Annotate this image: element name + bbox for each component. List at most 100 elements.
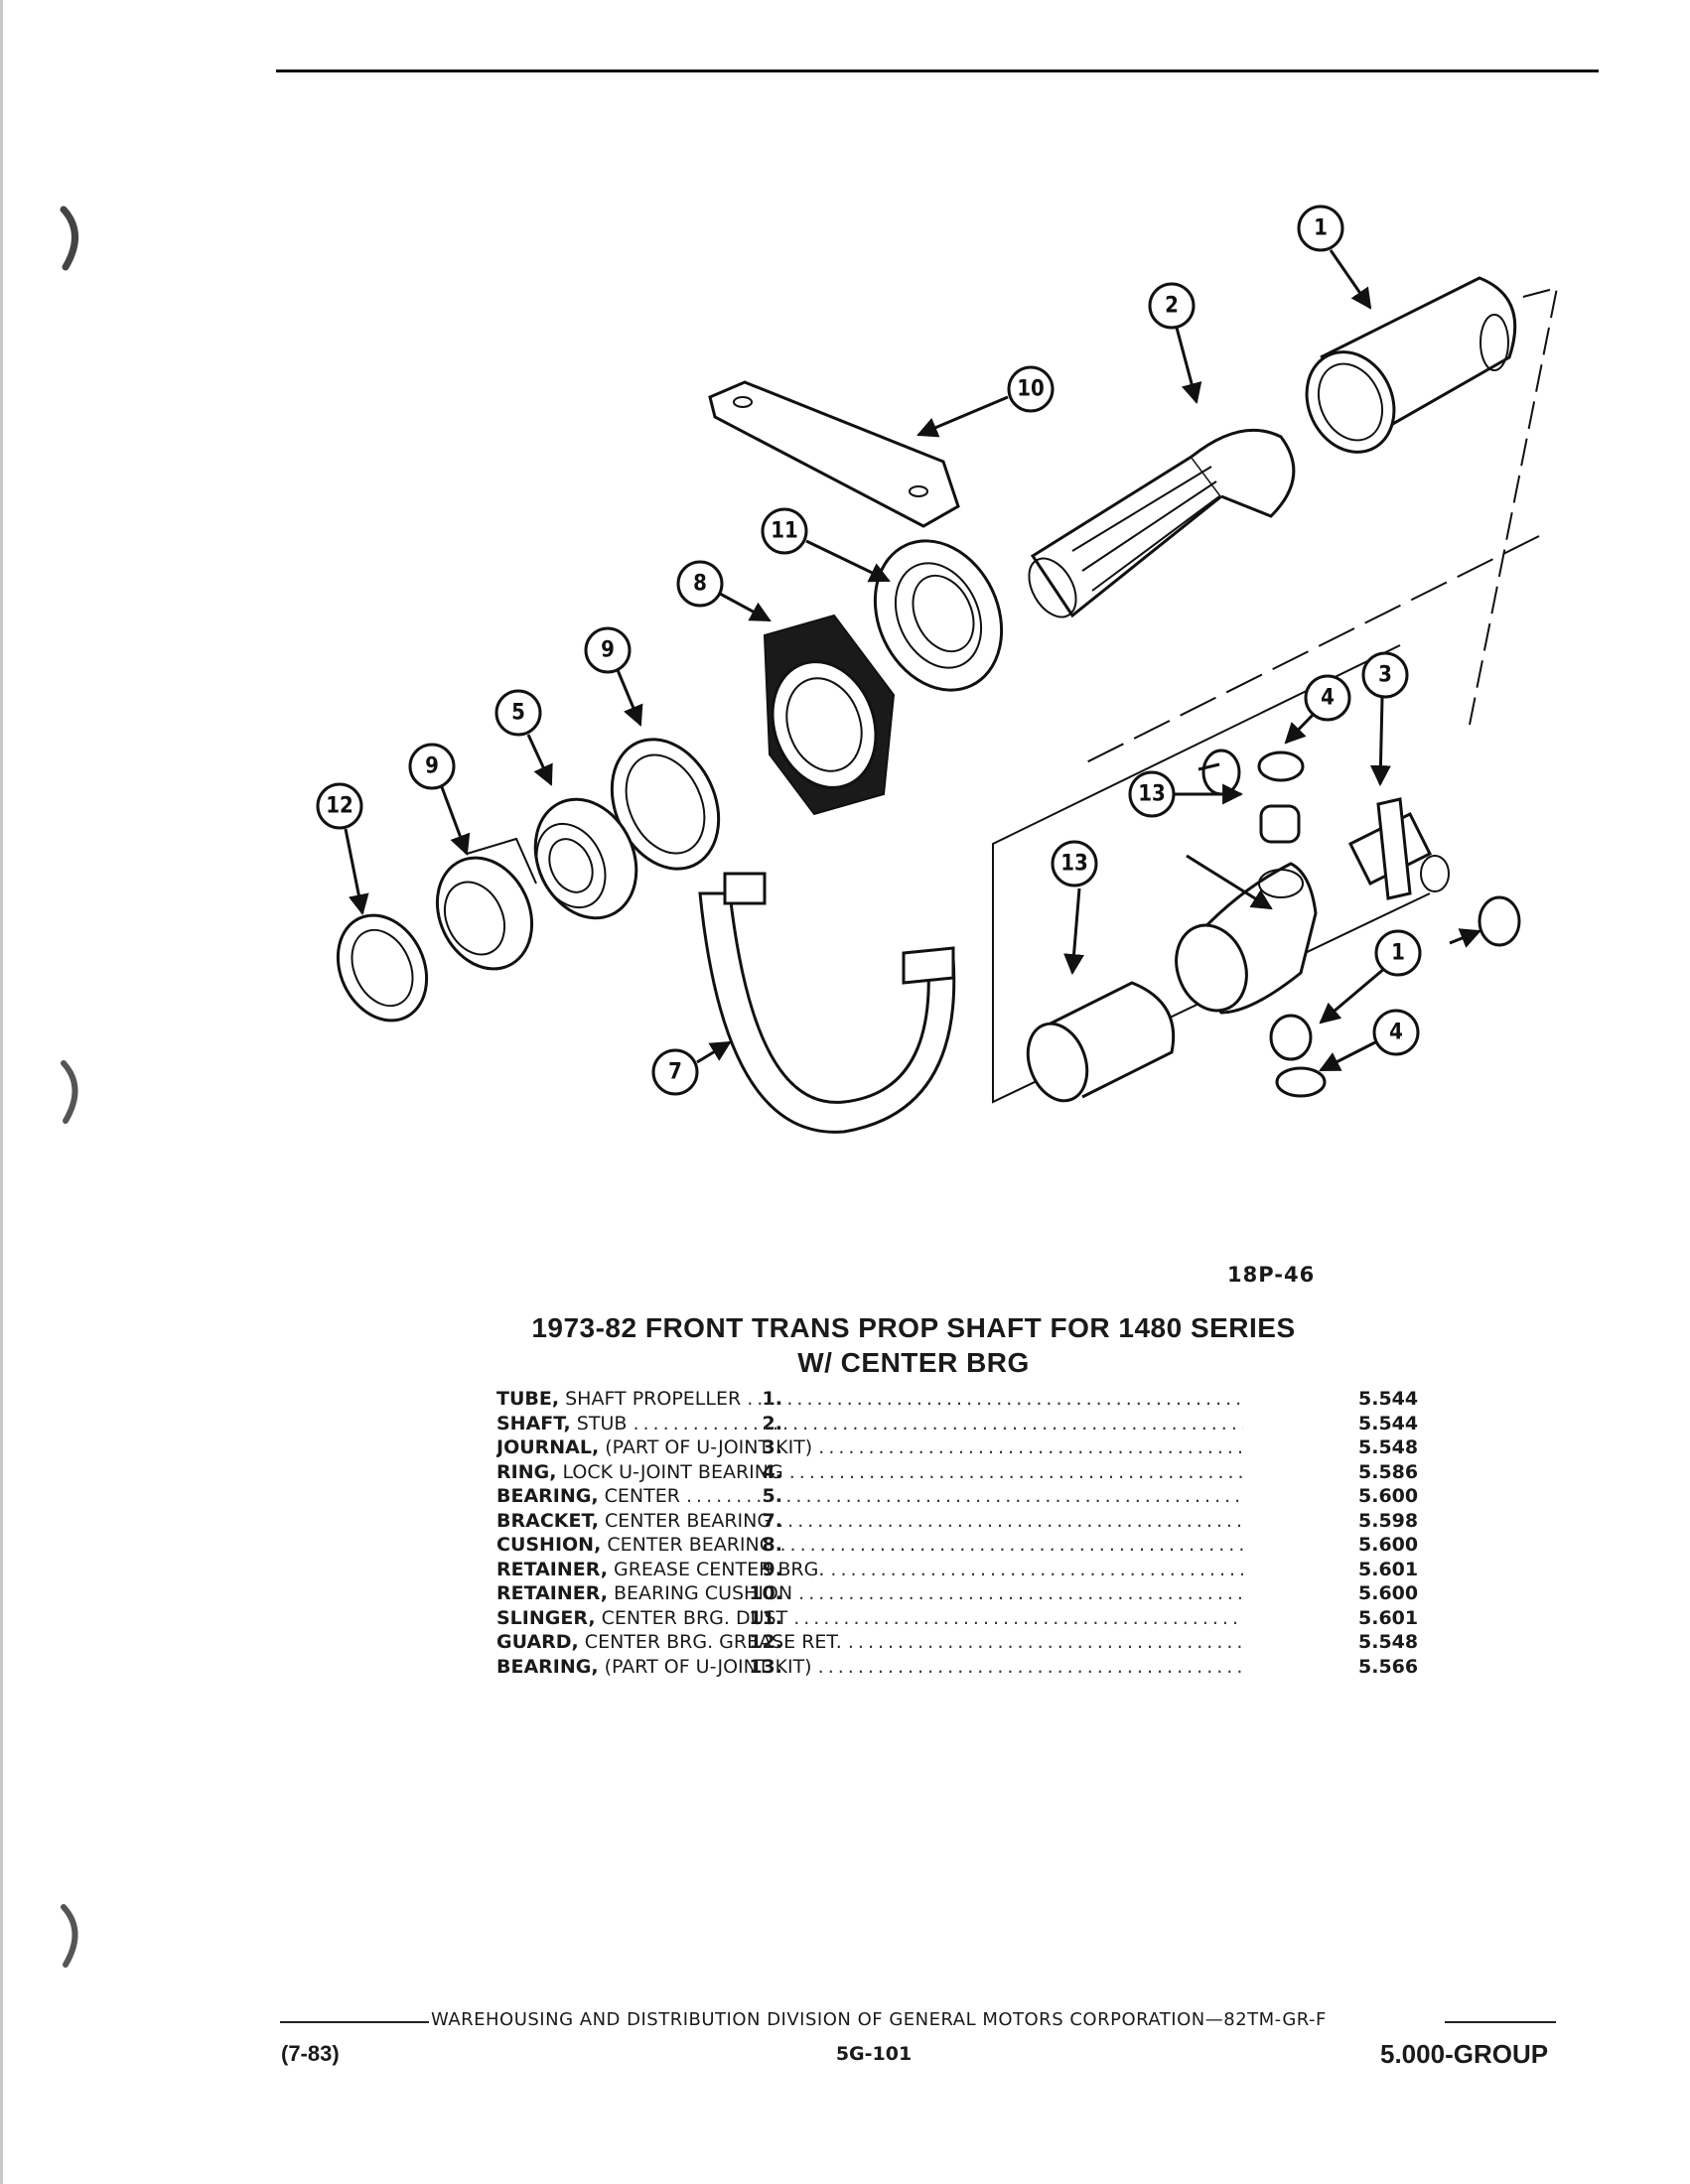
part-description: LOCK U-JOINT BEARING: [556, 1460, 783, 1483]
parts-row: 1.TUBE, SHAFT PROPELLER ................…: [496, 1388, 1419, 1410]
group-code: 5.600: [1358, 1534, 1419, 1556]
part-name: JOURNAL,: [496, 1436, 600, 1458]
callout-11: 11: [761, 507, 808, 555]
group-code: 5.544: [1358, 1388, 1419, 1410]
tube-lower-part: [1026, 981, 1176, 1103]
callout-9: 9: [408, 743, 456, 790]
group-code: 5.566: [1358, 1655, 1419, 1678]
svg-text:13: 13: [1138, 782, 1166, 807]
footer-rule-right: [1445, 2021, 1556, 2023]
parts-row: 10.RETAINER, BEARING CUSHION ...........…: [496, 1582, 1419, 1604]
stub-shaft-part: [1028, 428, 1296, 618]
group-code: 5.601: [1358, 1606, 1419, 1629]
parts-row: 5.BEARING, CENTER ......................…: [496, 1485, 1419, 1507]
part-description: STUB: [570, 1412, 628, 1434]
parts-row: 3.JOURNAL, (PART OF U-JOINT KIT) .......…: [496, 1436, 1419, 1458]
footer-publisher-line: WAREHOUSING AND DISTRIBUTION DIVISION OF…: [431, 2009, 1327, 2030]
parts-row: 7.BRACKET, CENTER BEARING ..............…: [496, 1509, 1419, 1532]
part-name: BEARING,: [496, 1655, 599, 1678]
part-number: 10.: [749, 1582, 782, 1604]
svg-text:10: 10: [1017, 377, 1045, 402]
parts-row: 11.SLINGER, CENTER BRG. DUST ...........…: [496, 1606, 1419, 1629]
part-name: TUBE,: [496, 1388, 560, 1410]
dust-slinger-part: [873, 539, 1004, 692]
svg-text:2: 2: [1165, 294, 1179, 319]
part-name: BRACKET,: [496, 1509, 599, 1532]
part-name: RETAINER,: [496, 1558, 608, 1580]
callout-8: 8: [676, 560, 724, 608]
part-number: 3.: [762, 1436, 782, 1458]
callout-5: 5: [494, 689, 542, 737]
part-name: GUARD,: [496, 1631, 579, 1653]
svg-text:13: 13: [1060, 852, 1088, 877]
part-name: RING,: [496, 1460, 557, 1483]
part-description: (PART OF U-JOINT KIT): [598, 1655, 812, 1678]
callout-13: 13: [1128, 770, 1176, 818]
part-number: 1.: [762, 1388, 782, 1410]
part-number: 5.: [762, 1485, 782, 1507]
part-description: CENTER BRG. GREASE RET.: [578, 1631, 842, 1653]
svg-text:4: 4: [1389, 1021, 1403, 1045]
group-code: 5.544: [1358, 1412, 1419, 1434]
callout-10: 10: [1007, 365, 1055, 413]
part-description: SHAFT PROPELLER: [559, 1388, 742, 1410]
part-number: 9.: [762, 1558, 782, 1580]
svg-text:8: 8: [693, 572, 707, 597]
part-number: 4.: [762, 1460, 782, 1483]
callout-2: 2: [1148, 282, 1196, 330]
parts-row: 9.RETAINER, GREASE CENTER BRG. .........…: [496, 1558, 1419, 1580]
footer-rule-left: [280, 2021, 429, 2023]
part-number: 8.: [762, 1534, 782, 1556]
svg-text:3: 3: [1378, 663, 1392, 688]
part-description: GREASE CENTER BRG.: [607, 1558, 825, 1580]
callout-13: 13: [1051, 840, 1098, 887]
part-number: 11.: [749, 1606, 782, 1629]
svg-text:5: 5: [511, 701, 525, 726]
group-code: 5.601: [1358, 1558, 1419, 1580]
u-joint-small-parts: [1201, 749, 1521, 1098]
part-name: CUSHION,: [496, 1534, 602, 1556]
parts-row: 13.BEARING, (PART OF U-JOINT KIT) ......…: [496, 1655, 1419, 1678]
part-description: (PART OF U-JOINT KIT): [599, 1436, 813, 1458]
callout-1: 1: [1374, 929, 1422, 977]
parts-row: 2.SHAFT, STUB ..........................…: [496, 1412, 1419, 1434]
parts-row: 12.GUARD, CENTER BRG. GREASE RET. ......…: [496, 1631, 1419, 1653]
tube-upper-part: [1305, 276, 1517, 454]
svg-text:7: 7: [668, 1060, 682, 1085]
parts-row: 8.CUSHION, CENTER BEARING ..............…: [496, 1534, 1419, 1556]
page-subtitle: W/ CENTER BRG: [797, 1347, 1030, 1378]
part-name: SLINGER,: [496, 1606, 596, 1629]
binder-hole-bottom: [61, 1904, 78, 1968]
parts-row: 4.RING, LOCK U-JOINT BEARING ...........…: [496, 1460, 1419, 1483]
slip-yoke-part: [1175, 862, 1318, 1015]
binder-hole-middle: [61, 1060, 78, 1124]
group-code: 5.548: [1358, 1631, 1419, 1653]
group-code: 5.586: [1358, 1460, 1419, 1483]
center-bearing-bracket-part: [698, 872, 956, 1134]
svg-text:1: 1: [1314, 216, 1328, 241]
svg-text:12: 12: [326, 794, 353, 819]
part-description: CENTER BEARING: [601, 1534, 775, 1556]
page-left-edge: [0, 0, 3, 2184]
footer-page-number: 5G-101: [835, 2043, 913, 2065]
footer-date: (7-83): [281, 2041, 340, 2066]
callout-12: 12: [316, 782, 363, 830]
part-name: SHAFT,: [496, 1412, 571, 1434]
group-code: 5.600: [1358, 1582, 1419, 1604]
part-description: CENTER BRG. DUST: [595, 1606, 788, 1629]
center-bearing-cushion-part: [763, 614, 896, 816]
part-number: 7.: [762, 1509, 782, 1532]
part-name: RETAINER,: [496, 1582, 608, 1604]
svg-text:1: 1: [1391, 941, 1405, 966]
part-number: 12.: [749, 1631, 782, 1653]
part-description: CENTER BEARING: [598, 1509, 773, 1532]
part-description: CENTER: [598, 1485, 680, 1507]
center-bearing-part: [533, 797, 638, 920]
callout-1: 1: [1297, 205, 1344, 252]
page-title: 1973-82 FRONT TRANS PROP SHAFT FOR 1480 …: [531, 1312, 1296, 1343]
svg-text:4: 4: [1321, 686, 1335, 711]
svg-text:9: 9: [601, 638, 615, 663]
group-code: 5.600: [1358, 1485, 1419, 1507]
group-code: 5.598: [1358, 1509, 1419, 1532]
